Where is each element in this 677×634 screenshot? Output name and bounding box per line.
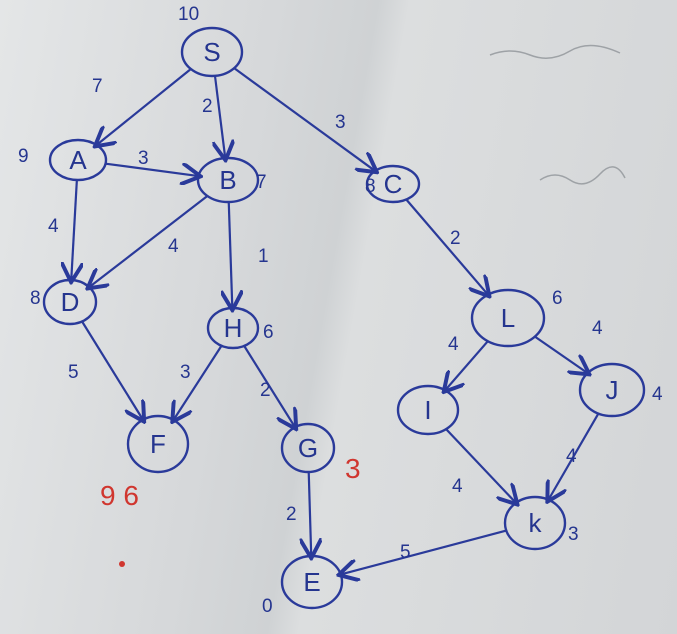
edge-b-h <box>229 201 233 308</box>
edge-weight-l-j: 4 <box>592 318 603 339</box>
edge-s-b <box>215 75 225 158</box>
heuristic-value: 7 <box>256 172 267 193</box>
edge-weight-s-b: 2 <box>202 96 213 117</box>
node-circle <box>196 156 260 204</box>
node-s: S10 <box>178 4 244 78</box>
node-label: E <box>303 567 320 597</box>
node-l: L6 <box>470 288 563 348</box>
edge-weight-s-a: 7 <box>92 76 103 97</box>
edge-h-g <box>243 345 295 427</box>
edge-s-a <box>97 68 192 145</box>
edge-l-j <box>534 335 588 374</box>
node-i: I <box>396 384 460 436</box>
node-circle <box>48 138 108 182</box>
edges-layer: 7 2 3 3 4 4 1 2 5 3 2 2 4 4 4 4 5 <box>48 67 603 575</box>
edge-weight-s-c: 3 <box>335 112 346 133</box>
heuristic-value: 4 <box>652 384 663 405</box>
edge-l-i <box>445 340 489 390</box>
edge-g-e <box>309 471 312 556</box>
edge-i-k <box>445 428 516 503</box>
node-label: G <box>298 433 318 463</box>
edge-weight-b-d: 4 <box>168 236 179 257</box>
node-f: F <box>126 414 190 474</box>
heuristic-value: 9 <box>18 146 29 167</box>
node-c: C8 <box>365 164 421 204</box>
node-a: A9 <box>18 138 108 182</box>
edge-weight-h-f: 3 <box>180 362 191 383</box>
edge-h-f <box>173 345 223 420</box>
page-scribble <box>539 166 626 185</box>
node-label: A <box>69 145 87 175</box>
node-e: E0 <box>262 554 344 617</box>
node-label: F <box>150 429 166 459</box>
edge-weight-d-f: 5 <box>68 362 79 383</box>
heuristic-value: 8 <box>365 176 376 197</box>
heuristic-value: 10 <box>178 4 199 25</box>
red-note-f: 9 6 <box>100 480 139 511</box>
notes-layer: 9 6 3 <box>100 453 361 567</box>
node-label: D <box>61 287 80 317</box>
node-label: k <box>529 508 543 538</box>
heuristic-value: 6 <box>552 288 563 309</box>
edge-a-b <box>105 162 199 176</box>
node-circle <box>280 422 336 474</box>
node-circle <box>126 414 190 474</box>
node-label: H <box>224 313 243 343</box>
edge-weight-b-h: 1 <box>258 246 269 267</box>
node-circle <box>42 278 98 326</box>
heuristic-value: 6 <box>263 322 274 343</box>
node-label: C <box>384 169 403 199</box>
red-note-g: 3 <box>345 453 361 484</box>
node-circle <box>578 362 646 418</box>
node-circle <box>503 495 567 551</box>
edge-s-c <box>233 67 375 171</box>
node-d: D8 <box>30 278 98 326</box>
node-circle <box>206 306 260 350</box>
node-circle <box>180 26 244 78</box>
edge-c-l <box>405 198 488 294</box>
node-label: L <box>501 303 515 333</box>
node-circle <box>396 384 460 436</box>
node-label: I <box>424 395 431 425</box>
node-g: G <box>280 422 336 474</box>
edge-weight-c-l: 2 <box>450 228 461 249</box>
node-label: B <box>219 165 236 195</box>
edge-d-f <box>81 320 143 419</box>
edge-a-d <box>71 179 77 280</box>
edge-k-e <box>341 529 507 575</box>
edge-weight-g-e: 2 <box>286 504 297 525</box>
edge-b-d <box>89 195 209 287</box>
edge-weight-l-i: 4 <box>448 334 459 355</box>
heuristic-value: 3 <box>568 524 579 545</box>
edge-weight-h-g: 2 <box>260 380 271 401</box>
node-circle <box>280 554 344 610</box>
node-label: S <box>203 37 220 67</box>
node-label: J <box>606 375 619 405</box>
edge-weight-a-d: 4 <box>48 216 59 237</box>
edge-weight-k-e: 5 <box>400 542 411 563</box>
edge-weight-i-k: 4 <box>452 476 463 497</box>
red-dot <box>119 561 125 567</box>
node-circle <box>470 288 546 348</box>
heuristic-value: 8 <box>30 288 41 309</box>
edge-j-k <box>548 412 600 500</box>
edge-weight-j-k: 4 <box>566 446 577 467</box>
edge-weight-a-b: 3 <box>138 148 149 169</box>
heuristic-value: 0 <box>262 596 273 617</box>
node-circle <box>365 164 421 204</box>
page-scribble <box>489 44 621 59</box>
